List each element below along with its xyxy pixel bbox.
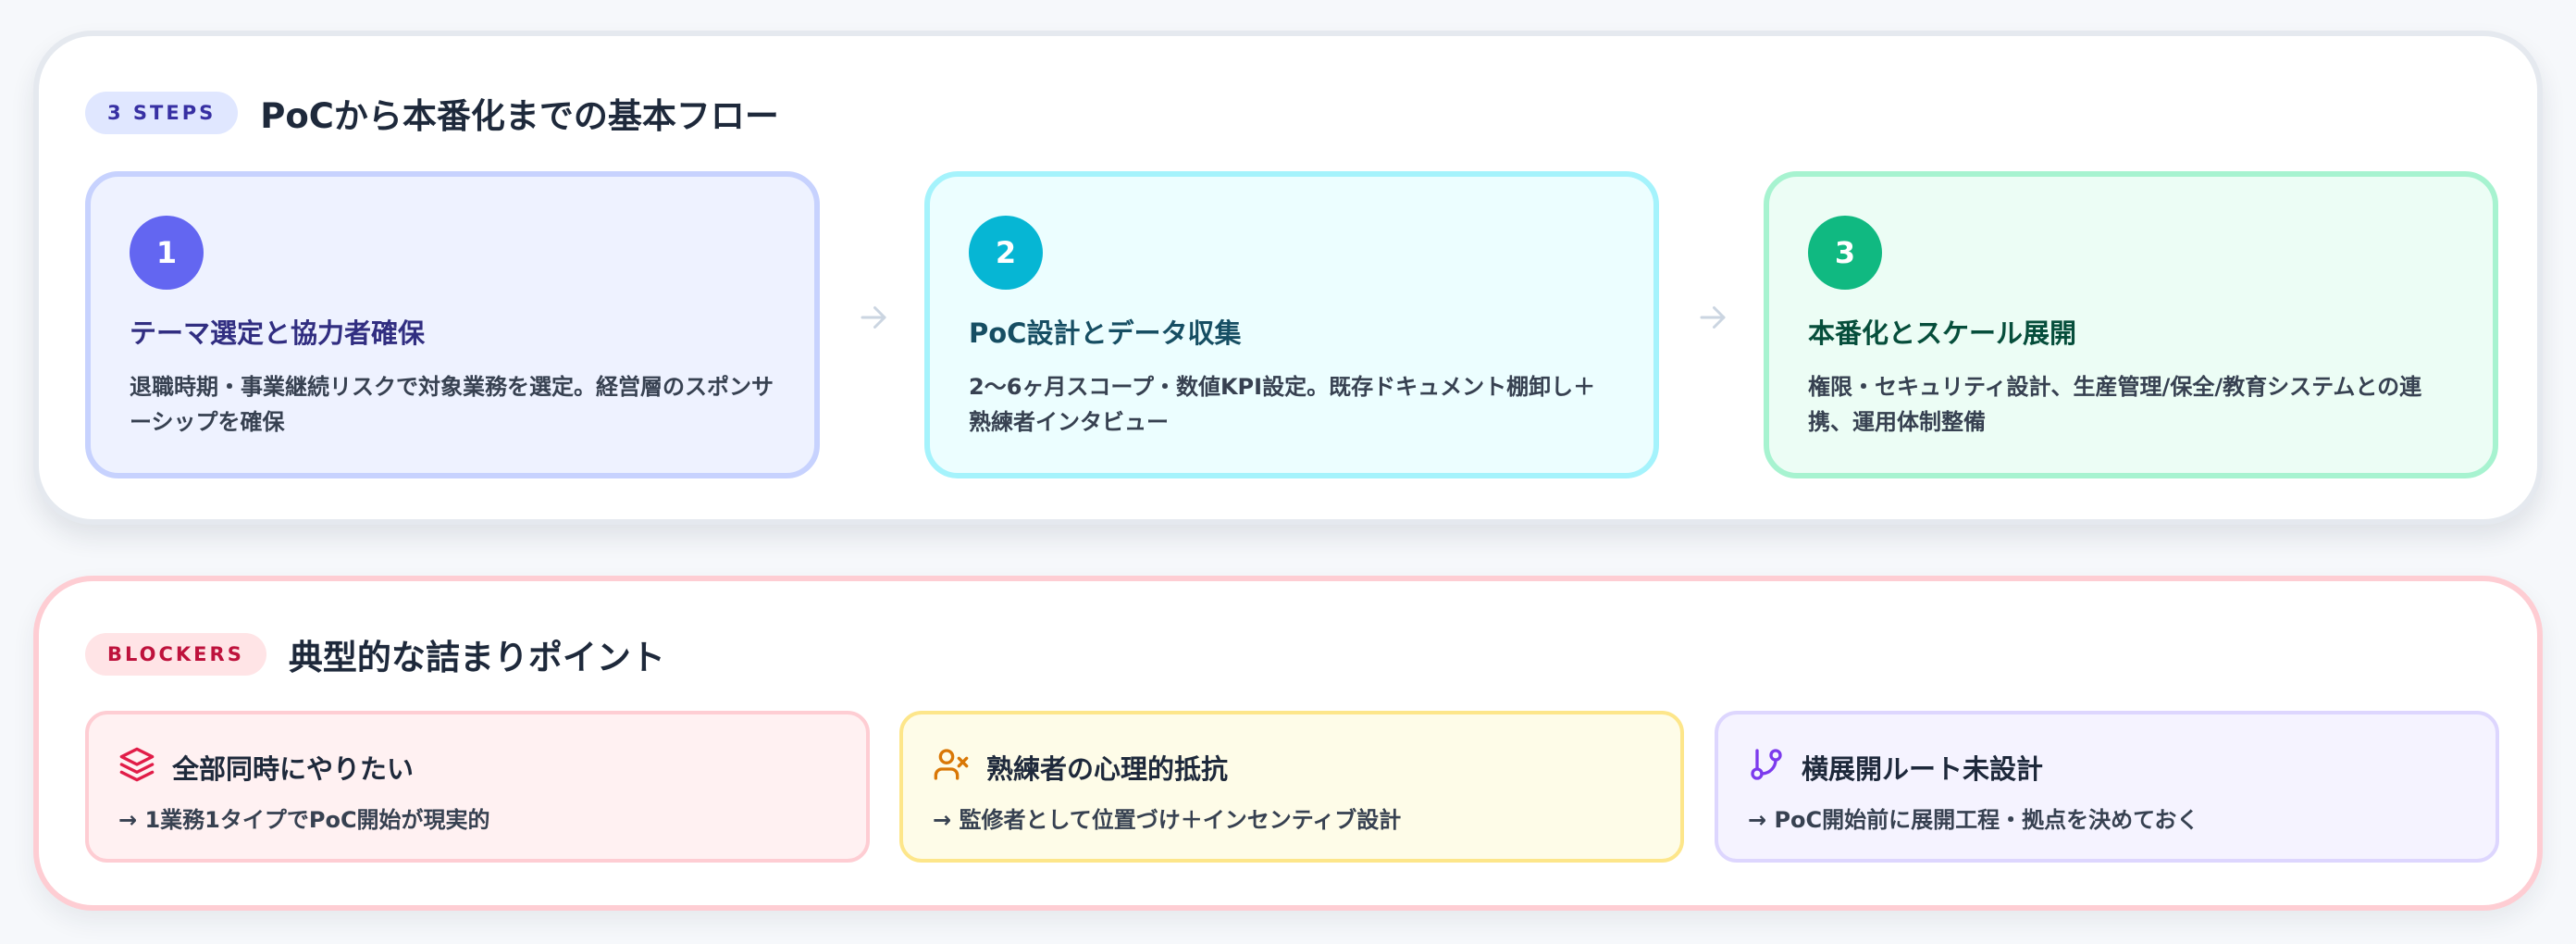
steps-tag: 3 STEPS	[85, 92, 239, 134]
step-description: 退職時期・事業継続リスクで対象業務を選定。経営層のスポンサーシップを確保	[130, 374, 774, 435]
step-title: PoC設計とデータ収集	[969, 317, 1242, 349]
steps-title: PoCから本番化までの基本フロー	[260, 96, 779, 136]
blocker-card-3: 横展開ルート未設計 → PoC開始前に展開工程・拠点を決めておく	[1715, 711, 2499, 863]
layers-icon	[118, 746, 155, 783]
step-title: 本番化とスケール展開	[1808, 317, 2077, 349]
arrow-right-icon	[855, 299, 892, 336]
blockers-tag: BLOCKERS	[85, 633, 266, 676]
blocker-title: 横展開ルート未設計	[1802, 753, 2044, 785]
step-card-1: 1 テーマ選定と協力者確保 退職時期・事業継続リスクで対象業務を選定。経営層のス…	[85, 171, 820, 478]
blocker-description: → 1業務1タイプでPoC開始が現実的	[118, 807, 490, 833]
user-x-icon	[933, 746, 970, 783]
blocker-description: → PoC開始前に展開工程・拠点を決めておく	[1748, 807, 2199, 833]
blocker-card-2: 熟練者の心理的抵抗 → 監修者として位置づけ＋インセンティブ設計	[899, 711, 1684, 863]
arrow-right-icon	[1694, 299, 1731, 336]
step-card-2: 2 PoC設計とデータ収集 2〜6ヶ月スコープ・数値KPI設定。既存ドキュメント…	[924, 171, 1659, 478]
blockers-header: BLOCKERS 典型的な詰まりポイント	[85, 629, 665, 679]
step-number-badge: 1	[130, 216, 204, 290]
step-number-badge: 2	[969, 216, 1043, 290]
blockers-panel: BLOCKERS 典型的な詰まりポイント 全部同時にやりたい → 1業務1タイプ…	[33, 576, 2543, 911]
step-description: 2〜6ヶ月スコープ・数値KPI設定。既存ドキュメント棚卸し＋熟練者インタビュー	[969, 374, 1596, 435]
blocker-title: 熟練者の心理的抵抗	[986, 753, 1229, 785]
blocker-description: → 監修者として位置づけ＋インセンティブ設計	[933, 807, 1402, 833]
step-number-badge: 3	[1808, 216, 1882, 290]
blocker-title: 全部同時にやりたい	[172, 753, 415, 785]
blockers-title: 典型的な詰まりポイント	[288, 638, 665, 677]
steps-panel: 3 STEPS PoCから本番化までの基本フロー 1 テーマ選定と協力者確保 退…	[33, 31, 2543, 525]
step-description: 権限・セキュリティ設計、生産管理/保全/教育システムとの連携、運用体制整備	[1808, 374, 2422, 435]
step-title: テーマ選定と協力者確保	[130, 317, 426, 349]
git-branch-icon	[1748, 746, 1785, 783]
step-card-3: 3 本番化とスケール展開 権限・セキュリティ設計、生産管理/保全/教育システムと…	[1764, 171, 2498, 478]
steps-header: 3 STEPS PoCから本番化までの基本フロー	[85, 88, 779, 138]
blocker-card-1: 全部同時にやりたい → 1業務1タイプでPoC開始が現実的	[85, 711, 870, 863]
